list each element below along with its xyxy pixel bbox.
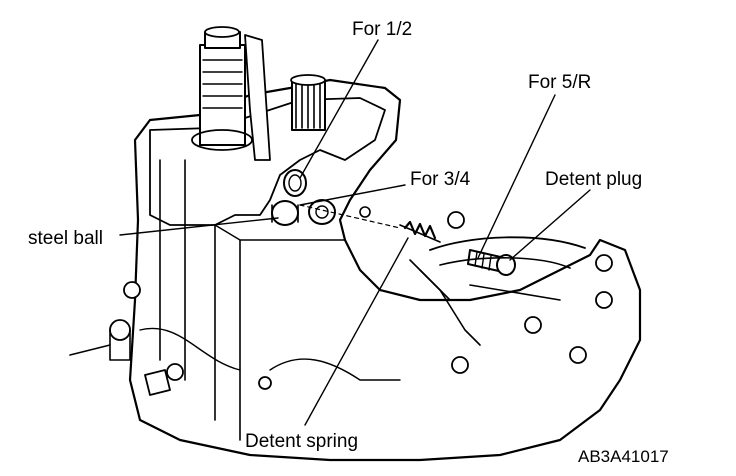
label-detent-spring: Detent spring [245, 431, 359, 452]
label-detent-plug: Detent plug [545, 169, 643, 190]
leader-for-3-4 [299, 184, 406, 206]
transmission-housing [128, 78, 642, 462]
leader-for-5-r [477, 94, 556, 259]
right-deck [409, 211, 613, 374]
housing-bolts [69, 281, 272, 396]
leader-detent-spring [304, 237, 409, 426]
label-for-5-r: For 5/R [528, 72, 592, 93]
leader-steel-ball [119, 217, 279, 236]
detent-bores [271, 169, 371, 226]
label-for-1-2: For 1/2 [352, 19, 413, 40]
leader-lines [119, 39, 591, 426]
figure-id: AB3A41017 [578, 447, 669, 466]
left-shaft [191, 26, 271, 161]
right-shaft [290, 74, 326, 131]
detent-plug-part [467, 249, 516, 276]
detent-spring-coil [399, 220, 441, 243]
label-for-3-4: For 3/4 [410, 169, 471, 190]
leader-detent-plug [509, 189, 591, 261]
label-steel-ball: steel ball [28, 228, 103, 249]
leader-for-1-2 [299, 39, 379, 179]
